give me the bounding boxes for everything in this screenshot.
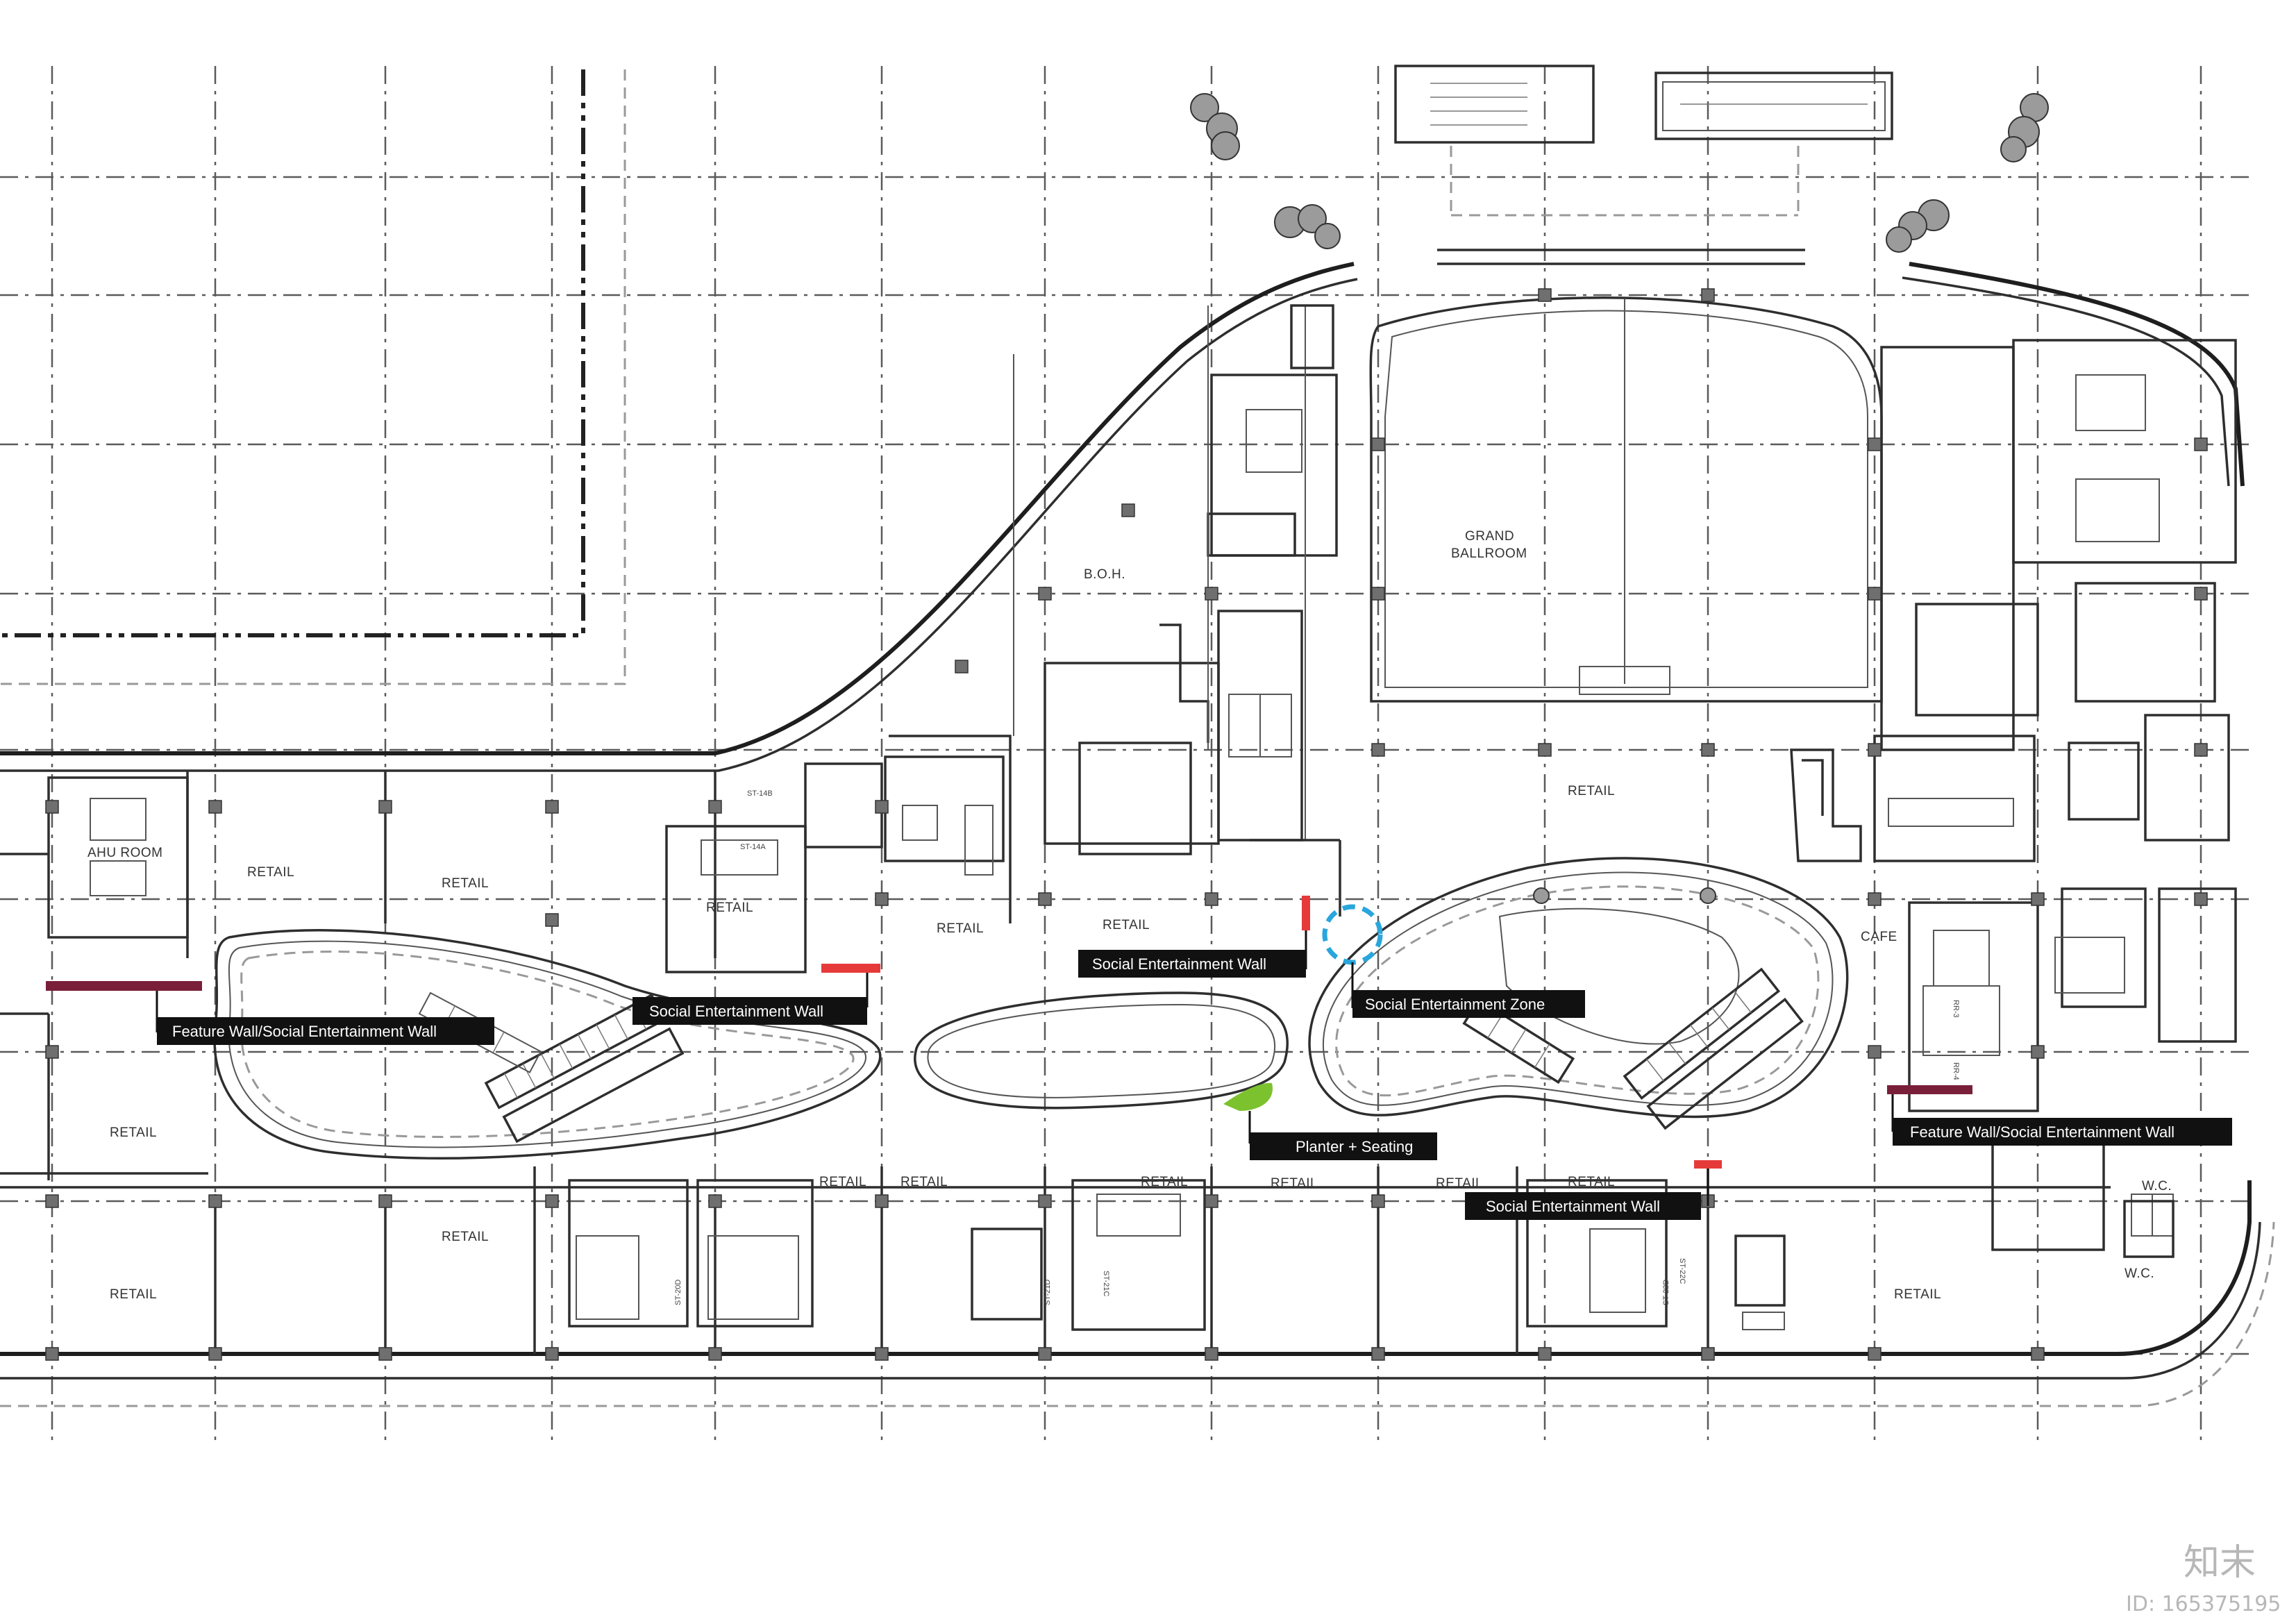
trees <box>1190 93 2049 253</box>
watermark: 知末 ID: 165375195 <box>2126 1542 2281 1616</box>
stair-tag: ST-21D <box>1044 1280 1052 1305</box>
feature-wall-left <box>46 981 202 991</box>
stair-tag: ST-20D <box>674 1280 682 1305</box>
stair-tag: ST-21C <box>1102 1271 1110 1296</box>
room-label-ballroom-line1: GRAND <box>1465 529 1514 544</box>
social-wall-2 <box>1302 896 1310 930</box>
stair-tag: RR-4 <box>1952 1062 1960 1080</box>
callout-feature-wall-right <box>1893 1118 2232 1146</box>
right-service-area <box>1790 339 2237 1258</box>
room-label-retail: RETAIL <box>110 1125 157 1140</box>
room-label-retail: RETAIL <box>1271 1176 1318 1191</box>
callout-planter-seating-text: Planter + Seating <box>1296 1138 1413 1155</box>
room-label-retail: RETAIL <box>706 901 753 915</box>
room-label-boh: B.O.H. <box>1084 567 1125 582</box>
room-labels: AHU ROOM RETAIL RETAIL RETAIL RETAIL RET… <box>87 529 2172 1302</box>
highlight-elements <box>46 896 1972 1169</box>
stair-tag: ST-14A <box>740 843 766 851</box>
room-label-retail: RETAIL <box>1436 1176 1483 1191</box>
room-label-retail: RETAIL <box>1894 1287 1941 1302</box>
callout-social-wall-1 <box>632 997 867 1025</box>
stair-tag: ST-22D <box>1662 1280 1670 1305</box>
callout-feature-wall-left-text: Feature Wall/Social Entertainment Wall <box>172 1023 437 1040</box>
callout-social-wall-1-text: Social Entertainment Wall <box>649 1003 823 1020</box>
room-label-retail: RETAIL <box>1141 1175 1188 1189</box>
room-label-retail: RETAIL <box>442 1230 489 1244</box>
room-label-retail: RETAIL <box>110 1287 157 1302</box>
bottom-retail-units <box>0 1166 2111 1354</box>
callout-feature-wall-right-text: Feature Wall/Social Entertainment Wall <box>1910 1123 2175 1141</box>
building-envelope <box>0 262 2275 1407</box>
callout-feature-wall-left <box>157 1017 494 1045</box>
watermark-logo: 知末 <box>2184 1542 2256 1584</box>
callout-social-wall-3-text: Social Entertainment Wall <box>1486 1198 1660 1215</box>
room-label-retail: RETAIL <box>247 865 294 880</box>
room-label-retail: RETAIL <box>819 1175 866 1189</box>
room-label-wc: W.C. <box>2125 1266 2154 1281</box>
stair-tags: ST-14B ST-14A ST-20D ST-21D ST-21C ST-22… <box>674 789 1960 1305</box>
room-label-retail: RETAIL <box>1568 784 1615 798</box>
room-label-retail: RETAIL <box>900 1175 948 1189</box>
callout-social-wall-3 <box>1465 1192 1701 1220</box>
callouts: Feature Wall/Social Entertainment Wall S… <box>156 930 2232 1220</box>
loading-area <box>1394 65 1893 217</box>
stair-tag: RR-3 <box>1952 1000 1960 1018</box>
atrium-voids <box>213 857 1849 1160</box>
callout-planter-seating <box>1250 1132 1437 1160</box>
room-label-cafe: CAFE <box>1861 930 1897 944</box>
watermark-id: ID: 165375195 <box>2126 1592 2281 1616</box>
room-label-wc: W.C. <box>2142 1179 2172 1194</box>
social-wall-3 <box>1694 1160 1722 1169</box>
room-label-retail: RETAIL <box>1103 918 1150 932</box>
callout-social-wall-2 <box>1078 950 1306 978</box>
grand-ballroom <box>1369 249 1883 703</box>
callout-social-zone <box>1352 990 1585 1018</box>
stair-tag: ST-14B <box>747 789 773 798</box>
social-wall-1 <box>821 964 880 973</box>
room-label-retail: RETAIL <box>937 921 984 936</box>
site-boundary <box>0 69 626 685</box>
room-label-retail: RETAIL <box>1568 1175 1615 1189</box>
planter-seating-marker <box>1223 1082 1273 1111</box>
columns <box>45 288 2208 1361</box>
callout-social-wall-2-text: Social Entertainment Wall <box>1092 955 1266 973</box>
callout-social-zone-text: Social Entertainment Zone <box>1365 996 1545 1013</box>
room-label-retail: RETAIL <box>442 876 489 891</box>
left-retail-units <box>0 762 883 1180</box>
stair-tag: ST-22C <box>1678 1258 1686 1284</box>
boh-area <box>884 304 1341 923</box>
room-label-ballroom-line2: BALLROOM <box>1451 546 1527 561</box>
feature-wall-right <box>1887 1085 1972 1094</box>
room-label-ahu: AHU ROOM <box>87 846 163 860</box>
